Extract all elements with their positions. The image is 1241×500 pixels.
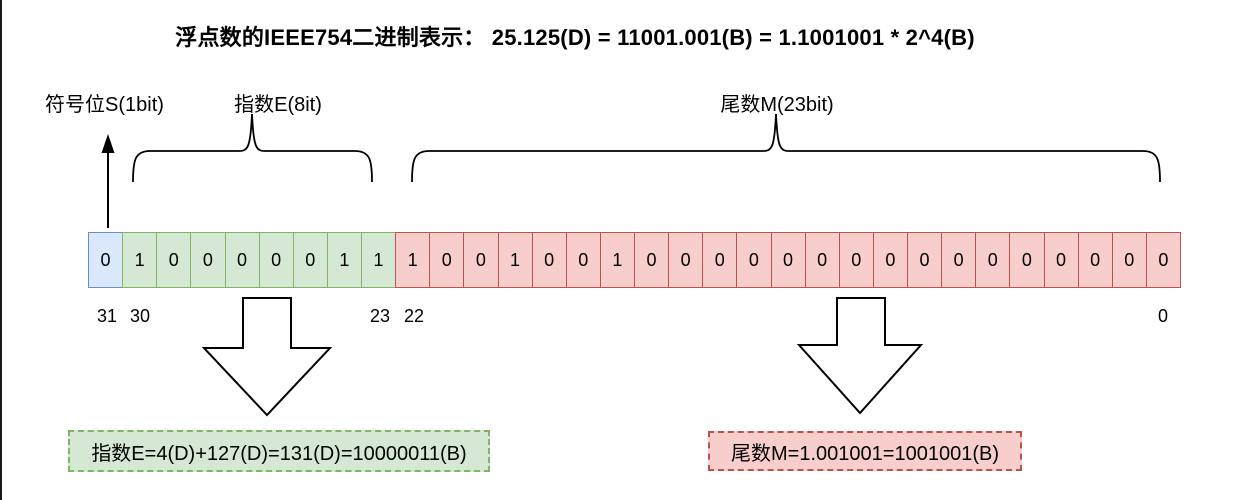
bit-index-0: 0 xyxy=(1157,306,1169,326)
bit-cell-mantissa: 0 xyxy=(1145,232,1181,288)
bit-cell-mantissa: 0 xyxy=(565,232,601,288)
bit-index-22: 22 xyxy=(403,306,425,326)
bit-cell-mantissa: 0 xyxy=(634,232,670,288)
bit-cell-mantissa: 1 xyxy=(395,232,431,288)
sign-field-label: 符号位S(1bit) xyxy=(45,94,164,116)
bit-cell-sign: 0 xyxy=(88,232,124,288)
bit-cell-exponent: 0 xyxy=(258,232,294,288)
bit-cell-exponent: 0 xyxy=(190,232,226,288)
exponent-field-label: 指数E(8it) xyxy=(234,94,322,116)
bit-cell-mantissa: 0 xyxy=(872,232,908,288)
bit-index-23: 23 xyxy=(369,306,391,326)
bit-cell-mantissa: 0 xyxy=(770,232,806,288)
mantissa-brace xyxy=(411,113,1161,183)
mantissa-callout: 尾数M=1.001001=1001001(B) xyxy=(708,431,1022,471)
bit-cell-mantissa: 0 xyxy=(804,232,840,288)
bit-cell-mantissa: 0 xyxy=(975,232,1011,288)
bit-cell-mantissa: 0 xyxy=(941,232,977,288)
bit-cell-mantissa: 0 xyxy=(1043,232,1079,288)
bit-cell-mantissa: 0 xyxy=(702,232,738,288)
bit-cell-mantissa: 0 xyxy=(907,232,943,288)
bit-cell-exponent: 0 xyxy=(292,232,328,288)
bit-cell-mantissa: 0 xyxy=(838,232,874,288)
mantissa-field-label: 尾数M(23bit) xyxy=(720,94,834,116)
mantissa-down-arrow xyxy=(796,297,924,415)
bit-cell-exponent: 0 xyxy=(156,232,192,288)
bit-index-30: 30 xyxy=(129,306,151,326)
bit-cell-mantissa: 0 xyxy=(1077,232,1113,288)
bit-cell-exponent: 1 xyxy=(326,232,362,288)
exponent-callout: 指数E=4(D)+127(D)=131(D)=10000011(B) xyxy=(68,430,490,472)
bit-cell-mantissa: 0 xyxy=(463,232,499,288)
bit-cell-exponent: 1 xyxy=(361,232,397,288)
sign-up-arrow xyxy=(101,134,115,228)
bit-cell-mantissa: 0 xyxy=(1111,232,1147,288)
diagram-title: 浮点数的IEEE754二进制表示： 25.125(D) = 11001.001(… xyxy=(175,25,975,50)
bit-cell-exponent: 0 xyxy=(224,232,260,288)
bit-cell-mantissa: 0 xyxy=(736,232,772,288)
bit-cell-mantissa: 1 xyxy=(497,232,533,288)
bit-cell-mantissa: 0 xyxy=(1009,232,1045,288)
page-left-border xyxy=(0,0,2,500)
exponent-brace xyxy=(132,113,373,183)
exponent-down-arrow xyxy=(201,297,333,417)
bit-cell-mantissa: 0 xyxy=(531,232,567,288)
bit-cell-mantissa: 1 xyxy=(599,232,635,288)
bit-cell-exponent: 1 xyxy=(122,232,158,288)
bit-cell-mantissa: 0 xyxy=(668,232,704,288)
bit-index-31: 31 xyxy=(96,306,118,326)
bit-cell-mantissa: 0 xyxy=(429,232,465,288)
